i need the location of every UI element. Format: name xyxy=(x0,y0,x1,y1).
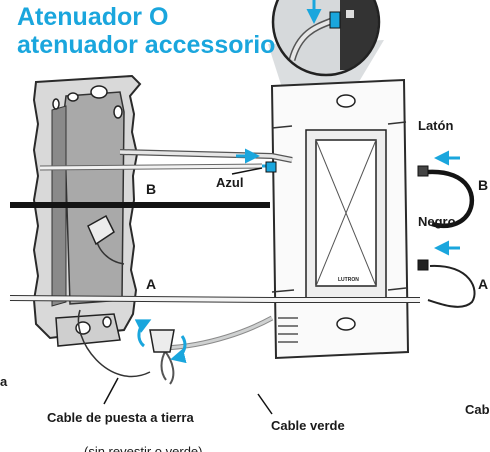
label-ground-cable-sub: (sin revestir o verde) xyxy=(84,444,203,452)
label-a-left: A xyxy=(146,276,157,292)
label-green-cable: Cable verde xyxy=(271,418,345,433)
label-cab-cut: Cab xyxy=(465,402,490,417)
pointer-azul xyxy=(231,167,263,175)
wire-nuts xyxy=(87,214,175,353)
label-azul: Azul xyxy=(216,175,244,190)
brand-text: LUTRON xyxy=(338,277,359,283)
label-b-right: B xyxy=(478,177,489,193)
label-ground-cable: Cable de puesta a tierra xyxy=(47,410,194,425)
label-b-left: B xyxy=(146,181,157,197)
label-edge-a: a xyxy=(0,374,8,389)
twist-arrow-left xyxy=(134,319,152,348)
label-a-right: A xyxy=(478,276,489,292)
dimmer-plate xyxy=(270,78,410,360)
pointer-green xyxy=(257,393,273,415)
terminals xyxy=(265,161,429,271)
zoom-inset xyxy=(271,0,381,77)
label-laton: Latón xyxy=(418,118,454,133)
wires xyxy=(9,149,476,385)
title-line-2: atenuador accessorio xyxy=(17,31,276,59)
title-line-1: Atenuador O xyxy=(17,3,169,31)
twist-arrow-right xyxy=(170,335,187,364)
wall-box xyxy=(32,74,142,347)
label-negro: Negro xyxy=(418,214,456,229)
pointer-ground xyxy=(103,377,119,405)
arrows xyxy=(103,148,460,415)
